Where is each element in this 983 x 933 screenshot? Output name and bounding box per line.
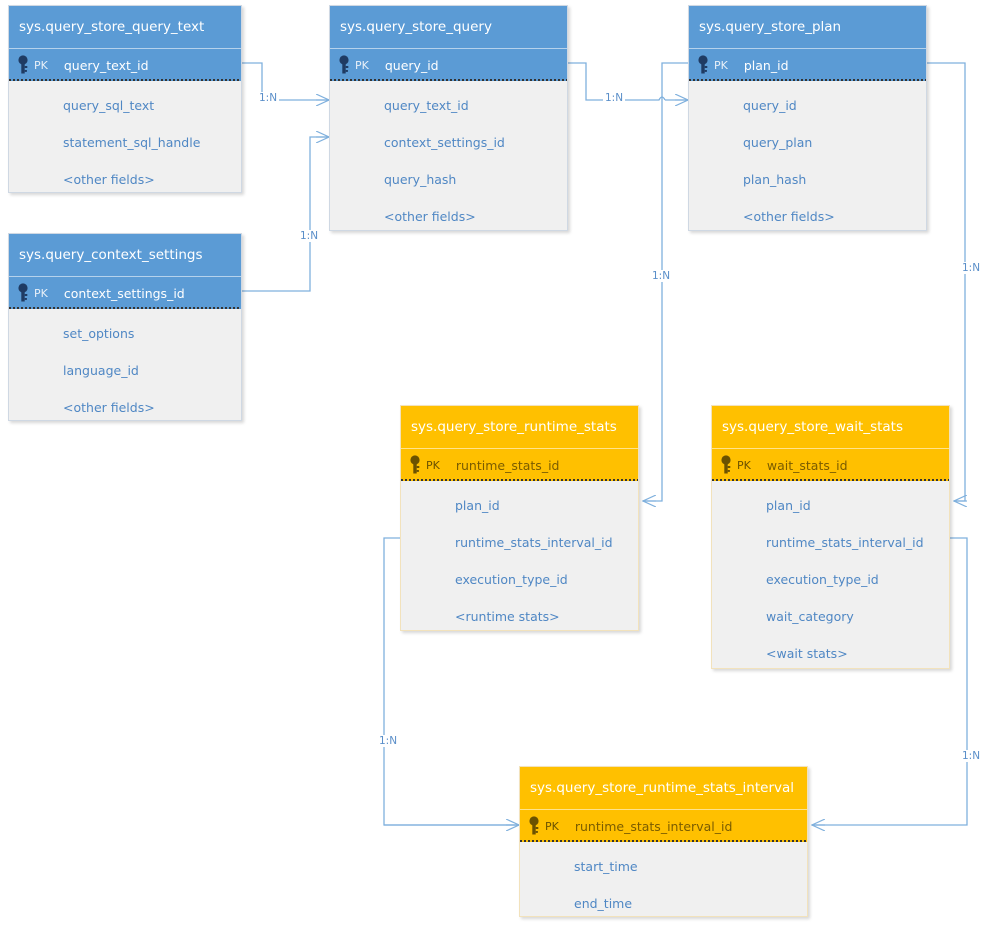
field-row[interactable]: query_sql_text	[63, 98, 155, 113]
field-list: query_text_id context_settings_id query_ha…	[330, 81, 567, 243]
field-row[interactable]: runtime_stats_interval_id	[766, 535, 924, 550]
cardinality-label: 1:N	[650, 270, 673, 282]
cardinality-label: 1:N	[603, 92, 626, 104]
pk-badge: PK	[34, 286, 48, 300]
field-row[interactable]: plan_hash	[743, 172, 807, 187]
field-row[interactable]: context_settings_id	[384, 135, 505, 150]
field-row[interactable]: <runtime stats>	[455, 609, 560, 624]
field-row[interactable]: query_hash	[384, 172, 457, 187]
cardinality-label: 1:N	[257, 92, 280, 104]
field-row[interactable]: query_id	[743, 98, 797, 113]
pk-field-name: query_id	[384, 57, 439, 73]
pk-field-name: context_settings_id	[63, 285, 185, 301]
entity-title: sys.query_store_wait_stats	[712, 406, 949, 448]
key-icon	[18, 55, 28, 74]
field-row[interactable]: plan_id	[766, 498, 811, 513]
key-icon	[339, 55, 349, 74]
cardinality-label: 1:N	[298, 230, 321, 242]
pk-badge: PK	[545, 819, 559, 833]
key-icon	[18, 283, 28, 302]
field-row[interactable]: start_time	[574, 859, 638, 874]
pk-badge: PK	[355, 58, 369, 72]
field-row[interactable]: plan_id	[455, 498, 500, 513]
primary-key-row[interactable]: PK runtime_stats_id	[401, 448, 638, 481]
pk-field-name: query_text_id	[63, 57, 149, 73]
field-list: set_options language_id <other fields>	[9, 309, 241, 434]
primary-key-row[interactable]: PK query_text_id	[9, 48, 241, 81]
field-row[interactable]: language_id	[63, 363, 139, 378]
entity-title: sys.query_store_query	[330, 6, 567, 48]
pk-field-name: runtime_stats_id	[455, 457, 560, 473]
field-list: query_id query_plan plan_hash <other fields…	[689, 81, 926, 243]
pk-field-name: plan_id	[743, 57, 789, 73]
connector-context-settings-to-query	[242, 137, 329, 292]
pk-badge: PK	[34, 58, 48, 72]
primary-key-row[interactable]: PK runtime_stats_interval_id	[520, 809, 807, 842]
primary-key-row[interactable]: PK plan_id	[689, 48, 926, 81]
entity-title: sys.query_store_query_text	[9, 6, 241, 48]
pk-field-name: runtime_stats_interval_id	[574, 818, 733, 834]
field-row[interactable]: set_options	[63, 326, 135, 341]
field-row[interactable]: execution_type_id	[766, 572, 879, 587]
field-row[interactable]: query_text_id	[384, 98, 469, 113]
connector-line-hop	[658, 96, 666, 101]
cardinality-label: 1:N	[960, 262, 983, 274]
cardinality-label: 1:N	[377, 735, 400, 747]
field-row[interactable]: query_plan	[743, 135, 813, 150]
entity-title: sys.query_store_runtime_stats	[401, 406, 638, 448]
entity-title: sys.query_store_plan	[689, 6, 926, 48]
field-row[interactable]: statement_sql_handle	[63, 135, 201, 150]
field-list: start_time end_time	[520, 842, 807, 930]
pk-badge: PK	[737, 458, 751, 472]
pk-badge: PK	[426, 458, 440, 472]
field-row[interactable]: execution_type_id	[455, 572, 568, 587]
field-row[interactable]: <wait stats>	[766, 646, 848, 661]
connector-plan-to-runtime-stats	[643, 62, 688, 501]
connector-query-text-to-query	[242, 62, 329, 100]
field-row[interactable]: <other fields>	[63, 400, 155, 415]
key-icon	[529, 816, 539, 835]
key-icon	[410, 455, 420, 474]
field-list: plan_id runtime_stats_interval_id executio…	[401, 481, 638, 643]
primary-key-row[interactable]: PK query_id	[330, 48, 567, 81]
cardinality-label: 1:N	[960, 750, 983, 762]
field-row[interactable]: wait_category	[766, 609, 854, 624]
pk-badge: PK	[714, 58, 728, 72]
primary-key-row[interactable]: PK wait_stats_id	[712, 448, 949, 481]
primary-key-row[interactable]: PK context_settings_id	[9, 276, 241, 309]
field-row[interactable]: <other fields>	[384, 209, 476, 224]
field-row[interactable]: <other fields>	[743, 209, 835, 224]
field-row[interactable]: <other fields>	[63, 172, 155, 187]
field-list: plan_id runtime_stats_interval_id executio…	[712, 481, 949, 680]
pk-field-name: wait_stats_id	[766, 457, 848, 473]
field-row[interactable]: end_time	[574, 896, 633, 911]
key-icon	[698, 55, 708, 74]
field-row[interactable]: runtime_stats_interval_id	[455, 535, 613, 550]
key-icon	[721, 455, 731, 474]
field-list: query_sql_text statement_sql_handle <other…	[9, 81, 241, 206]
entity-title: sys.query_store_runtime_stats_interval	[520, 767, 807, 809]
entity-title: sys.query_context_settings	[9, 234, 241, 276]
